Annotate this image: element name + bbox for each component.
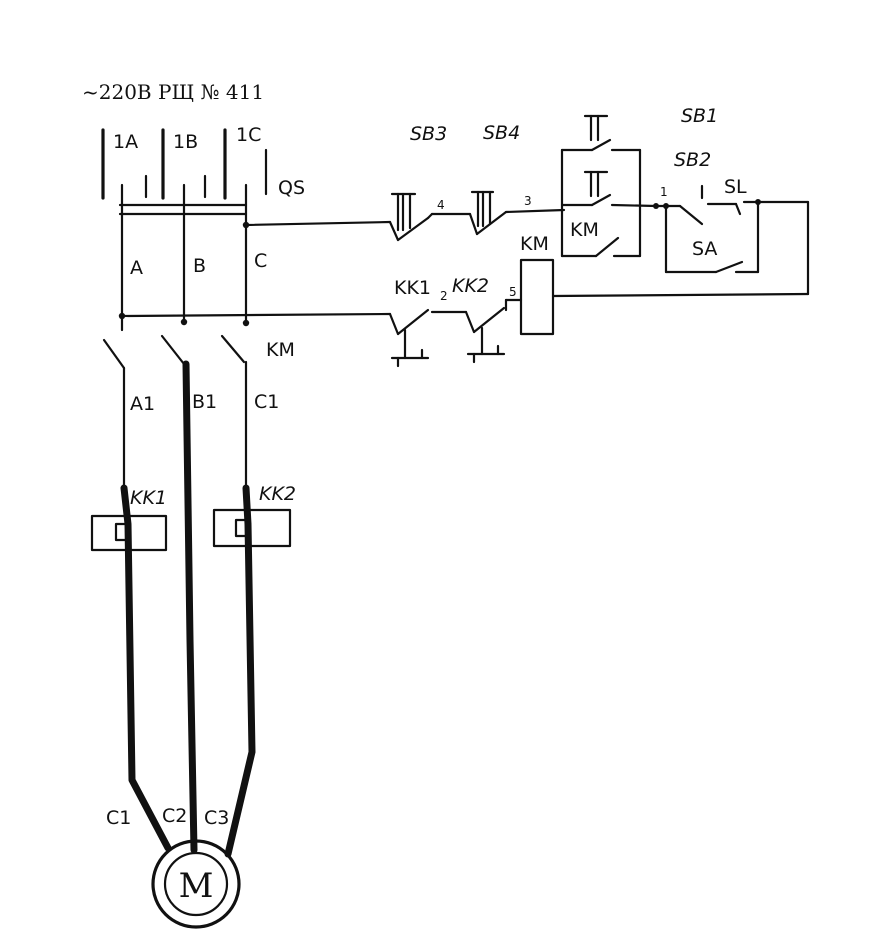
sb3-button	[388, 192, 472, 242]
label-sb2: SB2	[674, 149, 711, 171]
label-kk2: KK2	[259, 483, 296, 505]
label-sb4: SB4	[483, 122, 520, 144]
label-1c: 1C	[236, 124, 261, 146]
label-a1: A1	[130, 393, 155, 415]
label-1a: 1A	[113, 131, 138, 153]
label-a: A	[130, 257, 143, 279]
node-4: 4	[437, 198, 445, 212]
control-bottom-line	[120, 298, 523, 368]
node-1: 1	[660, 185, 668, 199]
sb4-button	[468, 190, 566, 236]
power-lines	[120, 360, 256, 858]
kk1-relay	[90, 514, 168, 552]
km-main-contacts	[102, 334, 246, 370]
label-motor-c1: C1	[106, 807, 131, 829]
label-sb3: SB3	[410, 123, 447, 145]
label-c1: C1	[254, 391, 279, 413]
label-km-coil: KM	[520, 233, 549, 255]
label-1b: 1B	[173, 131, 198, 153]
label-b1: B1	[192, 391, 217, 413]
motor	[151, 839, 241, 929]
qs-switch	[118, 148, 268, 216]
label-sa: SA	[692, 238, 717, 260]
node-2: 2	[440, 289, 448, 303]
label-motor-c3: C3	[204, 807, 229, 829]
start-block	[560, 114, 658, 258]
label-kk1-control: KK1	[394, 277, 431, 299]
label-km-hold: KM	[570, 219, 599, 241]
label-qs: QS	[278, 177, 305, 199]
coil-return-line	[551, 292, 810, 298]
motor-label: M	[179, 866, 214, 906]
supply-bus	[101, 128, 227, 200]
label-motor-c2: C2	[162, 805, 187, 827]
label-sl: SL	[724, 176, 747, 198]
node-5: 5	[509, 285, 517, 299]
label-km-main: KM	[266, 339, 295, 361]
label-kk1: KK1	[130, 487, 167, 509]
sl-sa-block	[654, 184, 810, 296]
kk2-relay	[212, 508, 292, 548]
control-top-line	[244, 220, 392, 227]
junction-dots	[118, 199, 761, 327]
km-coil	[519, 258, 555, 336]
diagram-title: ~220В РЩ № 411	[82, 80, 264, 104]
label-sb1: SB1	[681, 105, 718, 127]
label-b: B	[193, 255, 206, 277]
node-3: 3	[524, 194, 532, 208]
label-kk2-control: KK2	[452, 275, 489, 297]
label-c: C	[254, 250, 267, 272]
